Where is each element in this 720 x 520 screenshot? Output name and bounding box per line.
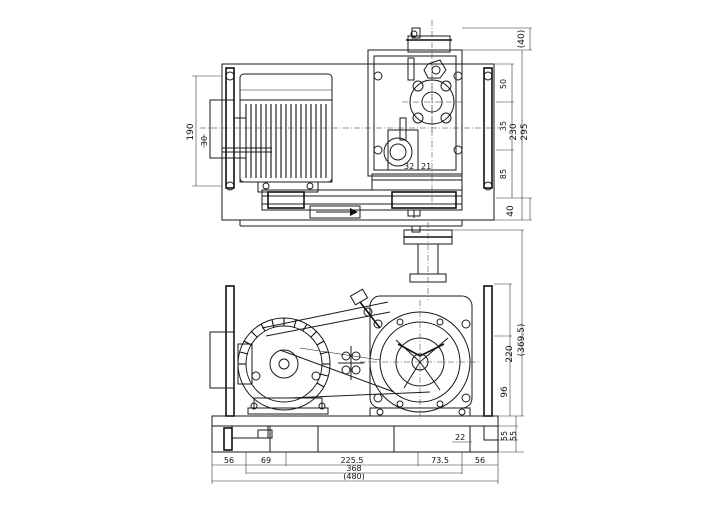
motor-fin-lines (245, 104, 327, 178)
dim-top-35: 35 (499, 121, 508, 131)
dim-top-40-paren: (40) (517, 30, 527, 48)
pump-boss-top (423, 59, 447, 79)
dim-bottom-69: 69 (261, 456, 271, 465)
dim-front-55b: 55 (509, 431, 518, 441)
dim-bottom-480: (480) (343, 472, 365, 481)
dim-bottom-2255: 225.5 (341, 456, 364, 465)
motor-fin-ticks (238, 318, 330, 388)
dim-front-96: 96 (500, 386, 510, 398)
dim-top-295: 295 (520, 123, 530, 140)
belt-guard (261, 189, 463, 211)
dim-top-50: 50 (499, 79, 508, 89)
top-base-plate (221, 63, 495, 221)
dim-front-55a: 55 (500, 431, 509, 441)
dim-bottom-368: 368 (346, 464, 361, 473)
inlet-flange (407, 35, 451, 53)
dim-top-32: 32 (404, 162, 414, 171)
dim-top-21: 21 (421, 162, 431, 171)
front-left-rail (225, 285, 235, 417)
rotation-arrow-box (309, 205, 361, 219)
dim-top-230: 230 (509, 123, 519, 140)
dim-bottom-56-right: 56 (475, 456, 485, 465)
tensioner-bolts (338, 346, 364, 380)
discharge-port (383, 137, 413, 167)
dim-front-220: 220 (505, 345, 515, 362)
top-view: 190 30 (40) 50 35 85 230 295 40 32 21 (186, 20, 532, 227)
front-view: 220 (369.5) 96 55 55 22 56 69 225.5 73.5… (209, 222, 527, 484)
dim-front-3695: (369.5) (517, 324, 527, 357)
dim-bottom-735: 73.5 (431, 456, 449, 465)
pump-housing (367, 49, 463, 177)
pump-bolt-ring (373, 318, 471, 408)
front-right-rail (483, 285, 493, 417)
dim-bottom-56-left: 56 (224, 456, 234, 465)
dim-top-30: 30 (200, 136, 209, 146)
dim-top-40: 40 (506, 205, 516, 217)
dim-front-22: 22 (455, 433, 465, 442)
dim-top-190: 190 (186, 123, 196, 140)
dim-top-85: 85 (499, 169, 508, 179)
